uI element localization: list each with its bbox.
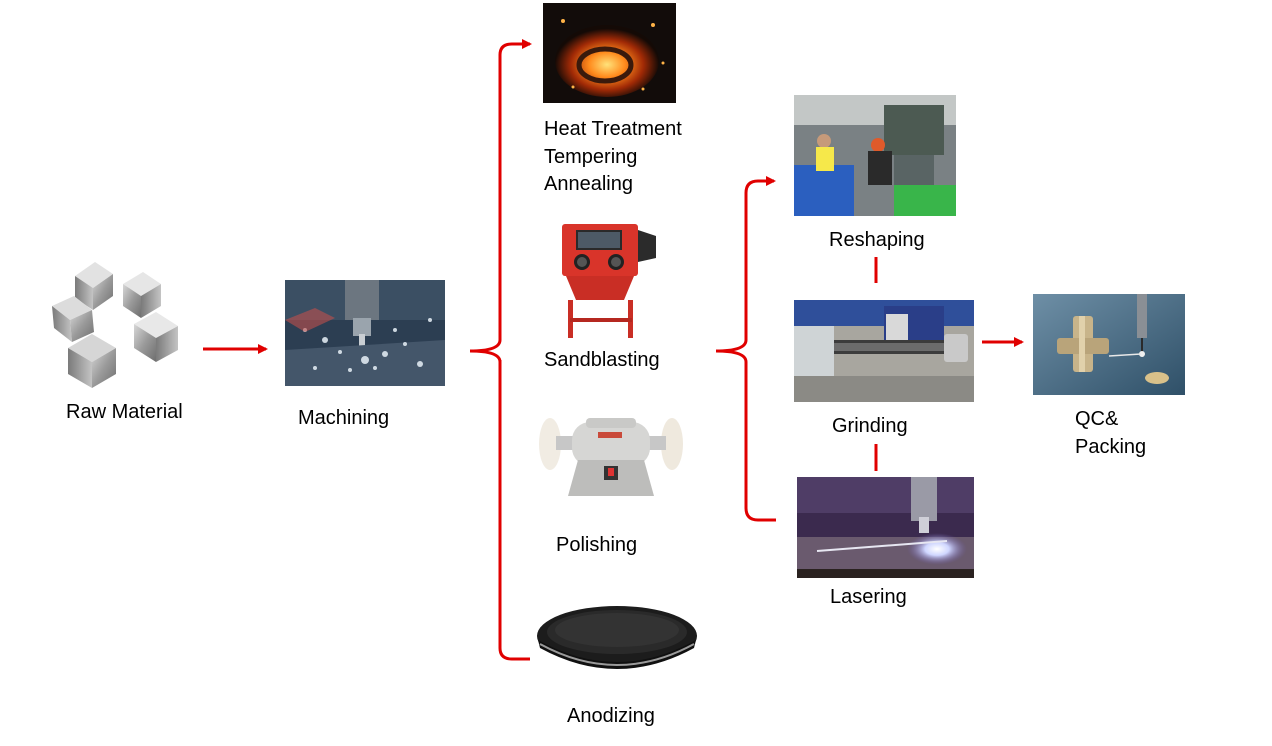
bench-polisher-icon xyxy=(536,410,686,498)
heat-treatment-label: Heat Treatment xyxy=(544,118,682,140)
polishing-label: Polishing xyxy=(556,534,638,556)
grinding-machine-icon xyxy=(794,300,974,402)
brace-machining-branches xyxy=(469,39,532,353)
laser-cutter-icon xyxy=(797,477,974,578)
metal-cubes-icon xyxy=(48,260,186,392)
brace-finishing-branches xyxy=(715,176,776,353)
reshaping-label: Reshaping xyxy=(829,229,925,251)
fire-icon xyxy=(543,3,676,103)
qc-label: QC& xyxy=(1075,408,1119,430)
raw-material-label: Raw Material xyxy=(66,401,183,423)
packing-label: Packing xyxy=(1075,436,1147,458)
annealing-label: Annealing xyxy=(544,173,633,195)
sandblasting-label: Sandblasting xyxy=(544,349,660,371)
brace-lower-arm xyxy=(498,360,530,661)
anodized-pan-icon xyxy=(534,600,700,680)
sandblast-cabinet-icon xyxy=(558,222,660,340)
workshop-icon xyxy=(794,95,956,216)
grinding-label: Grinding xyxy=(832,415,908,437)
machining-label: Machining xyxy=(298,407,390,429)
lasering-label: Lasering xyxy=(830,586,907,608)
anodizing-label: Anodizing xyxy=(567,705,655,727)
inspection-probe-icon xyxy=(1033,294,1185,395)
tempering-label: Tempering xyxy=(544,146,638,168)
cnc-milling-icon xyxy=(285,280,445,386)
